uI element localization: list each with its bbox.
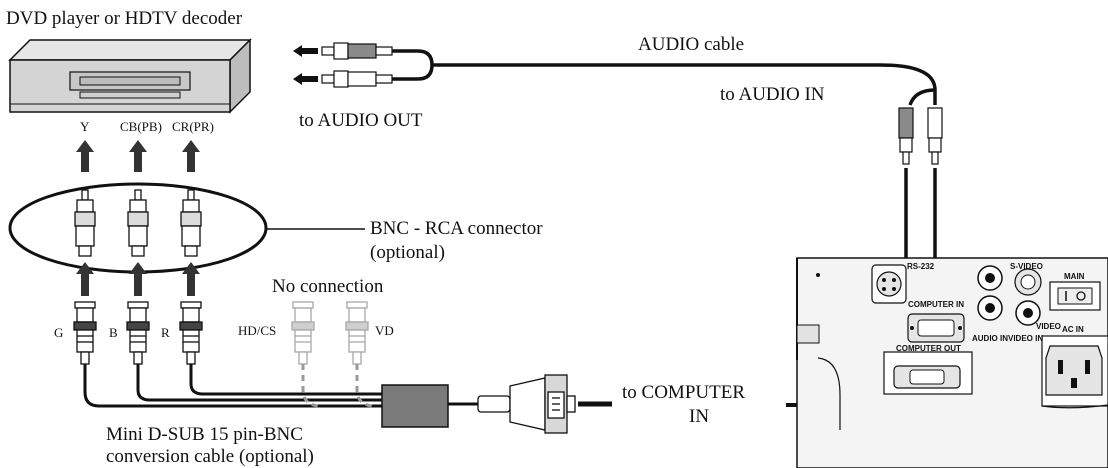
no-connection-label: No connection: [272, 276, 384, 297]
conversion-cable-line2: conversion cable (optional): [106, 446, 314, 467]
audio-cable-label: AUDIO cable: [638, 34, 745, 55]
hd-cs-label: HD/CS: [238, 323, 277, 338]
component-arrows-upper: [76, 140, 200, 172]
to-audio-out-label: to AUDIO OUT: [299, 110, 423, 131]
audio-cable: [392, 49, 937, 106]
source-device-label: DVD player or HDTV decoder: [6, 8, 243, 29]
to-audio-in-label: to AUDIO IN: [720, 84, 825, 105]
panel-video-in-label: VIDEO IN: [1008, 334, 1044, 343]
component-arrows-lower: [76, 262, 200, 296]
audio-rca-plugs-source: [321, 42, 393, 88]
dsub-plug: [477, 374, 576, 434]
to-computer-in-line1: to COMPUTER: [622, 382, 745, 403]
conversion-cable-line1: Mini D-SUB 15 pin-BNC: [106, 424, 303, 445]
cr-pr-label: CR(PR): [172, 119, 214, 134]
to-computer-in-line2: IN: [689, 406, 710, 427]
b-label: B: [109, 325, 118, 340]
projector-panel: [796, 257, 1108, 468]
panel-computer-in-label: COMPUTER IN: [908, 300, 964, 309]
panel-s-video-label: S-VIDEO: [1010, 262, 1043, 271]
cb-pb-label: CB(PB): [120, 119, 162, 134]
panel-audio-in-label: AUDIO IN: [972, 334, 1008, 343]
panel-ac-in-label: AC IN: [1062, 325, 1084, 334]
panel-rs232-label: RS-232: [907, 262, 935, 271]
bnc-cables: [83, 364, 382, 408]
bnc-rca-label-line2: (optional): [370, 242, 445, 263]
panel-computer-out-label: COMPUTER OUT: [896, 344, 961, 353]
r-label: R: [161, 325, 170, 340]
bnc-rca-adaptors: [74, 189, 202, 257]
audio-rca-plugs-projector: [898, 107, 943, 165]
audio-out-arrows: [293, 45, 318, 85]
panel-video-label: VIDEO: [1036, 322, 1061, 331]
panel-main-label: MAIN: [1064, 272, 1085, 281]
conversion-box: [381, 384, 449, 428]
y-label: Y: [80, 119, 90, 134]
bnc-plugs-no-connection: [291, 301, 369, 365]
dvd-player-device: [8, 38, 252, 114]
g-label: G: [54, 325, 64, 340]
bnc-cables-dashed: [301, 364, 373, 408]
bnc-rca-label-line1: BNC - RCA connector: [370, 218, 543, 239]
vd-label: VD: [375, 323, 394, 338]
bnc-plugs-grb: [73, 301, 203, 365]
